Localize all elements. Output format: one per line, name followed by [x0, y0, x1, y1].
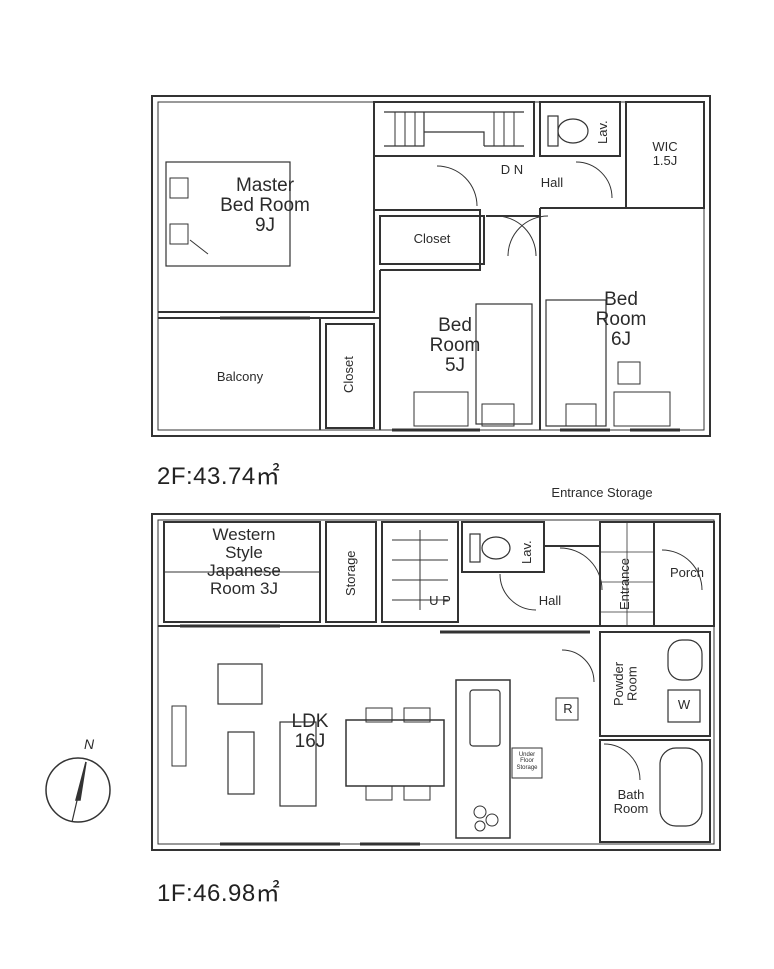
floor2-lav	[539, 101, 621, 157]
floor1-powder-room	[599, 631, 711, 737]
floor1-porch	[653, 521, 715, 627]
label-up: U P	[429, 593, 451, 608]
label-closet-top: Closet	[413, 231, 451, 246]
label-dn: D N	[500, 162, 524, 177]
kitchen-counter	[455, 679, 511, 839]
label-bath-room: Bath Room	[613, 787, 649, 816]
label-wic: WIC 1.5J	[652, 139, 678, 168]
floor1-stairs	[381, 521, 459, 623]
label-master-bed-room: Master Bed Room 9J	[220, 175, 310, 236]
label-hall-1f: Hall	[538, 593, 562, 608]
floor1-bath-room	[599, 739, 711, 843]
floor2-closet-side	[325, 323, 375, 429]
floor1-storage	[325, 521, 377, 623]
label-porch: Porch	[670, 565, 704, 580]
label-ldk: LDK 16J	[291, 711, 329, 752]
floor1-outline	[151, 513, 721, 851]
floor1-area: 1F:46.98㎡	[157, 880, 281, 907]
compass	[45, 757, 111, 823]
label-lav-1f: Lav.	[519, 540, 534, 564]
label-under-floor-storage: Under Floor Storage	[516, 752, 538, 771]
dining-table	[345, 719, 445, 787]
label-balcony: Balcony	[216, 369, 264, 384]
label-refrigerator: R	[563, 701, 573, 716]
label-bed-room-6: Bed Room 6J	[595, 289, 647, 350]
label-closet-side: Closet	[341, 356, 356, 394]
label-washer: W	[677, 697, 691, 712]
label-western-room: Western Style Japanese Room 3J	[207, 525, 281, 598]
compass-north-label: N	[84, 736, 95, 752]
label-bed-room-5: Bed Room 5J	[429, 315, 481, 376]
label-lav-2f: Lav.	[595, 120, 610, 144]
label-entrance: Entrance	[617, 557, 632, 611]
floor2-outline	[151, 95, 711, 437]
floor2-area: 2F:43.74㎡	[157, 463, 281, 490]
label-hall-2f: Hall	[540, 175, 564, 190]
label-entrance-storage: Entrance Storage	[551, 485, 653, 500]
label-powder-room: Powder Room	[611, 661, 640, 707]
floor2-stairs	[373, 101, 535, 157]
floor2-closet-top	[379, 215, 485, 265]
label-storage: Storage	[343, 550, 358, 596]
